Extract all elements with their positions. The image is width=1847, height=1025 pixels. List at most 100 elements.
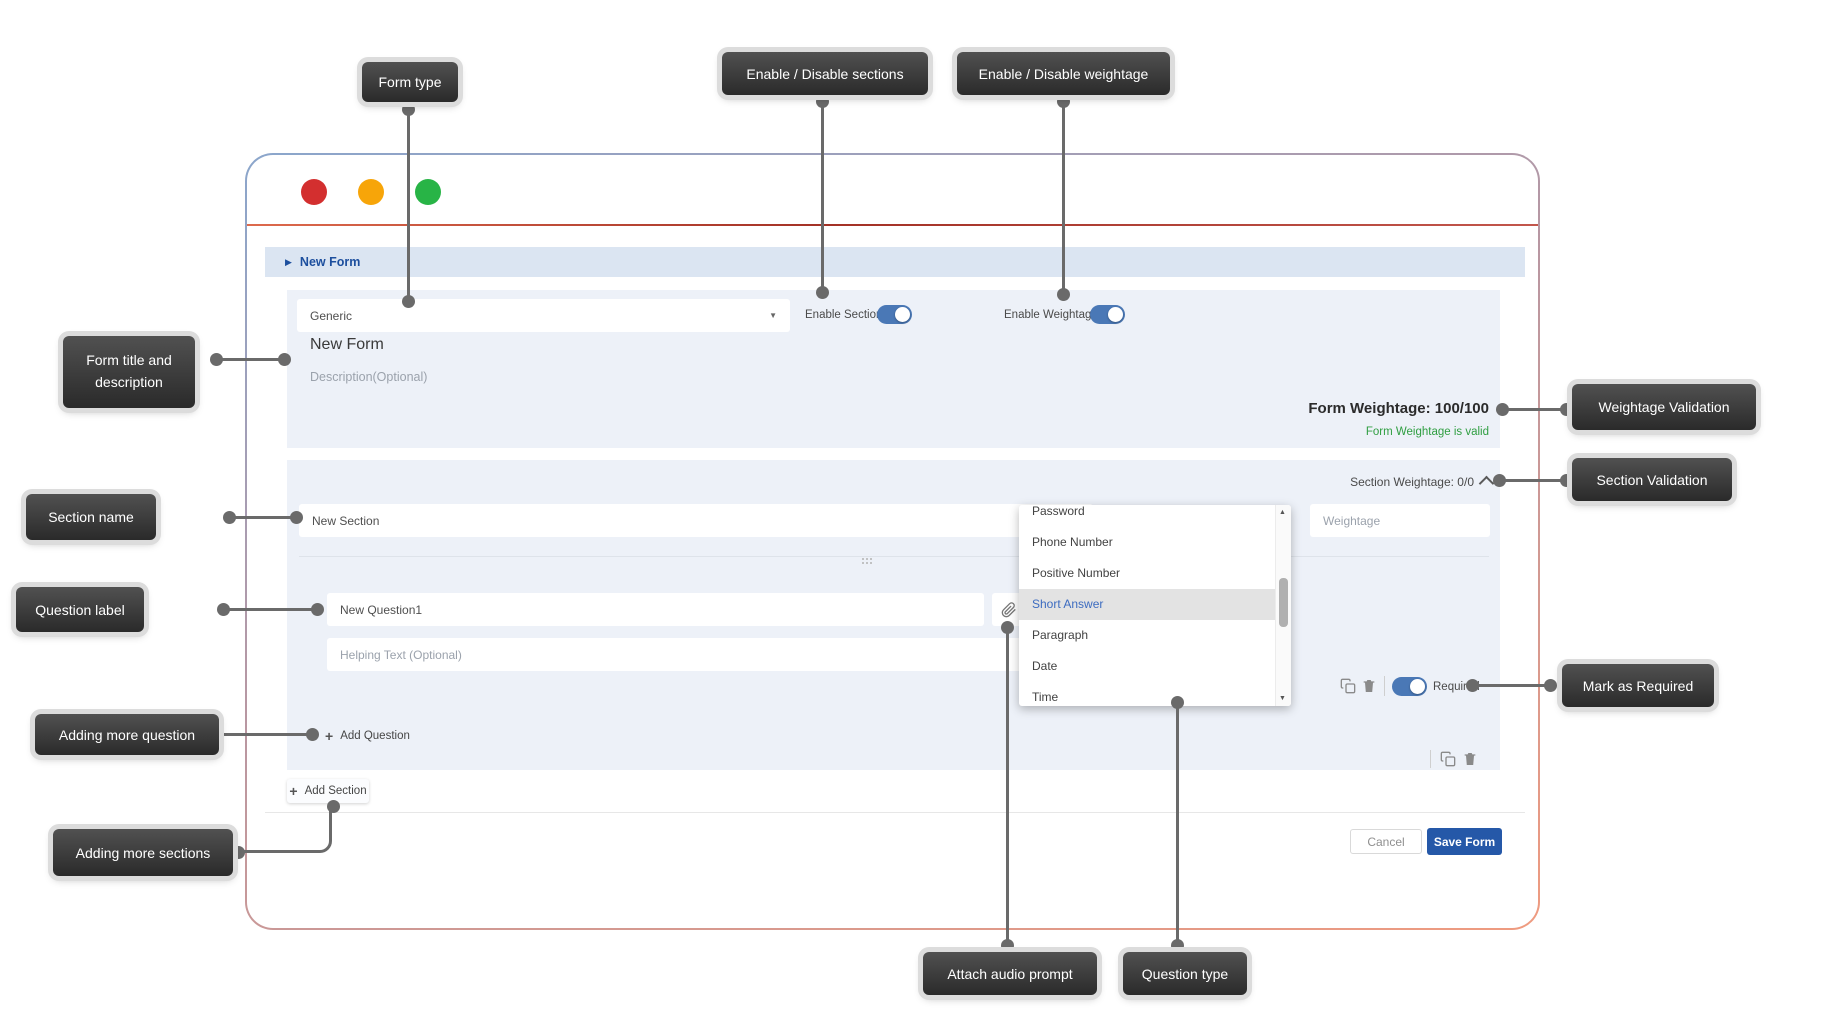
drag-handle[interactable] — [862, 558, 874, 566]
connector-dot — [816, 95, 829, 108]
connector-dot — [327, 800, 340, 813]
traffic-light-close-icon[interactable] — [301, 179, 327, 205]
callout-attach-audio-prompt: Attach audio prompt — [923, 952, 1097, 995]
dropdown-item-phone-number[interactable]: Phone Number — [1032, 535, 1113, 549]
enable-weightage-label: Enable Weightage — [1004, 309, 1098, 321]
form-weightage-summary: Form Weightage: 100/100 — [1308, 400, 1489, 417]
enable-sections-label: Enable Sections — [805, 309, 889, 321]
helping-text-placeholder: Helping Text (Optional) — [340, 647, 462, 662]
section-name-input[interactable]: New Section — [299, 504, 1093, 537]
question-helping-text-input[interactable]: Helping Text (Optional) — [327, 638, 1091, 671]
save-form-label: Save Form — [1433, 834, 1496, 849]
section-weightage-summary: Section Weightage: 0/0 — [1350, 475, 1474, 489]
dropdown-item-paragraph[interactable]: Paragraph — [1032, 628, 1089, 642]
connector-dot — [1496, 403, 1509, 416]
toggle-knob — [1108, 307, 1123, 322]
connector-dot — [816, 286, 829, 299]
connector-line — [227, 608, 313, 611]
connector-line — [1476, 684, 1548, 687]
connector-line — [1176, 706, 1179, 942]
breadcrumb-label: New Form — [299, 255, 361, 269]
enable-sections-toggle[interactable] — [877, 305, 912, 324]
dropdown-item-time[interactable]: Time — [1032, 690, 1059, 704]
add-section-button[interactable]: + Add Section — [287, 779, 369, 803]
section-divider — [299, 556, 1489, 557]
connector-line — [233, 516, 293, 519]
connector-line — [1506, 408, 1564, 411]
connector-line — [1503, 479, 1563, 482]
connector-line — [1062, 104, 1065, 291]
action-divider — [1384, 676, 1385, 696]
action-divider — [1430, 750, 1431, 768]
callout-form-title-and-description: Form title and description — [63, 336, 195, 408]
cancel-label: Cancel — [1367, 834, 1405, 849]
callout-adding-more-question: Adding more question — [35, 714, 219, 755]
connector-dot — [290, 511, 303, 524]
dropdown-scrollbar[interactable]: ▲ ▼ — [1275, 505, 1291, 706]
breadcrumb-arrow-icon: ▶ — [285, 256, 292, 267]
form-type-value: Generic — [310, 308, 353, 323]
callout-adding-more-sections: Adding more sections — [53, 829, 233, 876]
scroll-up-icon[interactable]: ▲ — [1279, 509, 1286, 516]
form-title-field[interactable]: New Form — [310, 336, 384, 353]
form-description-field[interactable]: Description(Optional) — [310, 370, 428, 384]
traffic-light-maximize-icon[interactable] — [415, 179, 441, 205]
cancel-button[interactable]: Cancel — [1350, 829, 1422, 854]
connector-dot — [223, 511, 236, 524]
dropdown-item-date[interactable]: Date — [1032, 659, 1058, 673]
toggle-knob — [895, 307, 910, 322]
required-toggle[interactable] — [1392, 677, 1427, 696]
dropdown-item-positive-number[interactable]: Positive Number — [1032, 566, 1121, 580]
dropdown-item-short-answer[interactable]: Short Answer — [1019, 589, 1276, 620]
connector-dot — [278, 353, 291, 366]
dropdown-item-password[interactable]: Password — [1032, 505, 1085, 518]
section-weightage-placeholder: Weightage — [1323, 513, 1381, 528]
callout-enable-disable-sections: Enable / Disable sections — [722, 52, 928, 95]
form-weightage-status: Form Weightage is valid — [1365, 426, 1489, 438]
copy-section-icon[interactable] — [1440, 751, 1456, 767]
delete-question-icon[interactable] — [1361, 678, 1377, 694]
question-type-list: Password Phone Number Positive Number Sh… — [1019, 505, 1276, 706]
connector-dot — [217, 603, 230, 616]
connector-dot — [1001, 621, 1014, 634]
connector-dot — [1560, 474, 1573, 487]
connector-dot — [1057, 288, 1070, 301]
plus-icon: + — [325, 728, 334, 744]
connector-dot — [1493, 474, 1506, 487]
delete-section-icon[interactable] — [1462, 751, 1478, 767]
callout-question-label: Question label — [16, 587, 144, 632]
scrollbar-thumb[interactable] — [1279, 578, 1288, 627]
callout-section-name: Section name — [26, 494, 156, 540]
connector-dot — [232, 846, 245, 859]
connector-dot — [402, 295, 415, 308]
connector-dot — [1171, 939, 1184, 952]
callout-form-type: Form type — [362, 62, 458, 102]
connector-dot — [1544, 679, 1557, 692]
connector-dot — [402, 103, 415, 116]
scroll-down-icon[interactable]: ▼ — [1279, 695, 1286, 702]
connector-line — [220, 358, 282, 361]
window-accent-divider — [247, 224, 1538, 226]
form-type-select[interactable]: Generic ▼ — [297, 299, 790, 332]
connector-line — [407, 112, 410, 298]
breadcrumb[interactable]: ▶ New Form — [265, 247, 1525, 277]
section-weightage-input[interactable]: Weightage — [1310, 504, 1490, 537]
connector-line — [219, 733, 309, 736]
callout-weightage-validation: Weightage Validation — [1572, 384, 1756, 430]
connector-dot — [1171, 696, 1184, 709]
callout-mark-as-required: Mark as Required — [1562, 664, 1714, 707]
callout-section-validation: Section Validation — [1572, 458, 1732, 501]
connector-dot — [210, 353, 223, 366]
traffic-light-minimize-icon[interactable] — [358, 179, 384, 205]
copy-question-icon[interactable] — [1340, 678, 1356, 694]
add-question-label: Add Question — [340, 730, 410, 742]
toggle-knob — [1410, 679, 1425, 694]
plus-icon: + — [289, 783, 298, 799]
connector-dot — [1001, 939, 1014, 952]
question-label-input[interactable]: New Question1 — [327, 593, 984, 626]
save-form-button[interactable]: Save Form — [1427, 828, 1502, 855]
connector-elbow — [239, 808, 332, 853]
add-question-button[interactable]: + Add Question — [325, 728, 410, 744]
connector-dot — [1560, 403, 1573, 416]
enable-weightage-toggle[interactable] — [1090, 305, 1125, 324]
